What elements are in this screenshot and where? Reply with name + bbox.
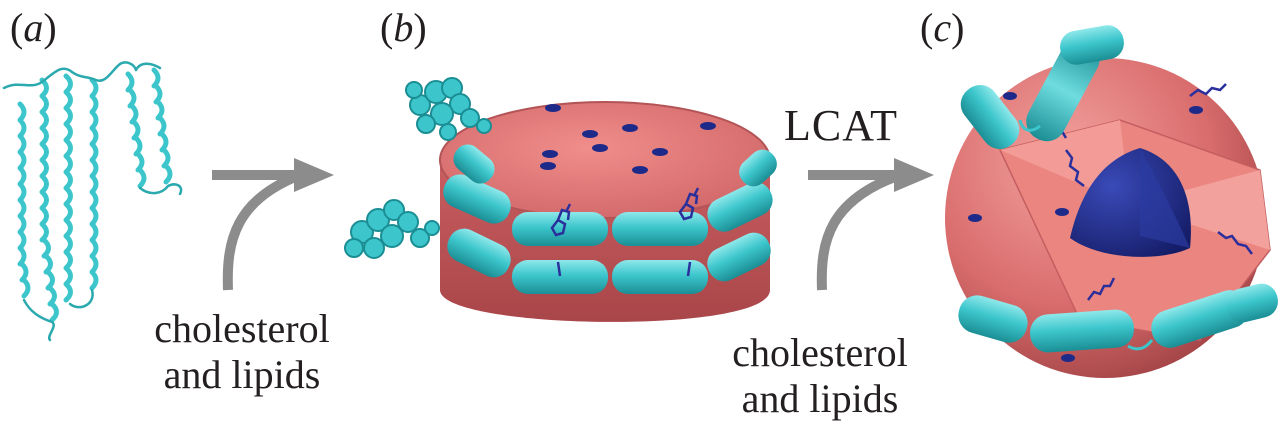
enzyme-label: LCAT: [784, 101, 898, 150]
protein-coil-bottom: [344, 199, 440, 259]
protein-belt-lower: [447, 228, 771, 294]
arrow-1-caption-line2: and lipids: [163, 352, 321, 397]
panel-label-c: (c): [920, 5, 965, 50]
panel-b-discoidal-hdl: [344, 77, 777, 322]
panel-label-b: (b): [380, 5, 427, 50]
protein-belt-upper: [443, 144, 777, 246]
arrow-1-head: [294, 158, 334, 192]
sphere-protein-helices: [958, 25, 1278, 353]
arrow-1: [212, 158, 334, 291]
panel-c-spherical-hdl: [945, 25, 1278, 378]
arrow-2-caption-line1: cholesterol: [732, 330, 908, 375]
cholesterol-molecules: [550, 187, 700, 277]
protein-coil-top: [405, 77, 492, 141]
sphere-cholesterol: [1058, 83, 1253, 301]
arrow-1-caption-line1: cholesterol: [154, 306, 330, 351]
arrow-2-caption: cholesterol and lipids: [700, 330, 940, 422]
panel-label-a: (a): [10, 5, 57, 50]
arrow-2-caption-line2: and lipids: [741, 376, 899, 421]
arrow-2-head: [894, 158, 934, 192]
arrow-1-caption: cholesterol and lipids: [132, 306, 352, 398]
arrow-2: [808, 158, 934, 291]
lipid-head-dots: [540, 104, 716, 174]
panel-a-protein-structure: [2, 61, 183, 342]
sphere-lipid-dots: [968, 92, 1203, 362]
